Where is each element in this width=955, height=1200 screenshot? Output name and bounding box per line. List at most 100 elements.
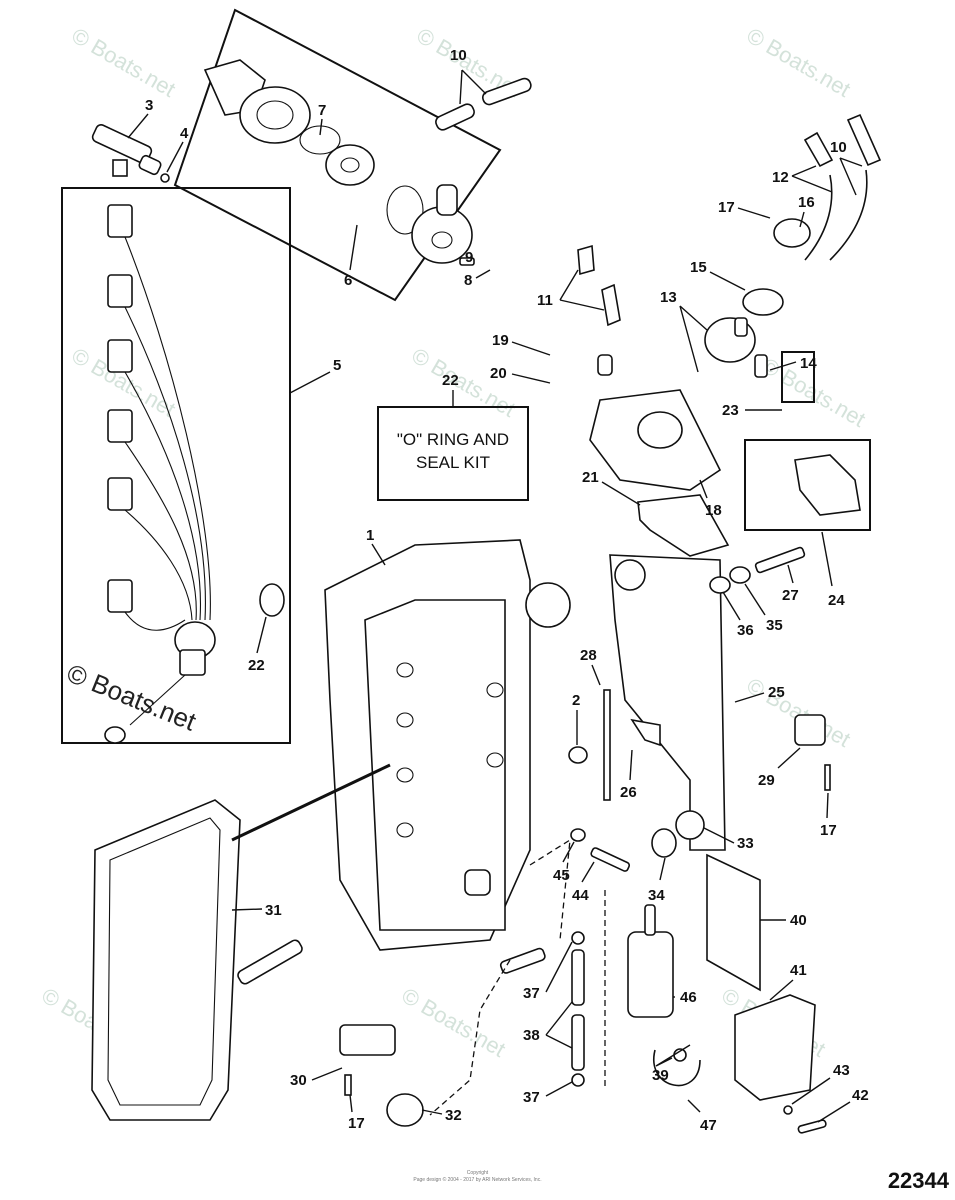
- callout-2[interactable]: 2: [572, 692, 580, 709]
- callout-10-top[interactable]: 10: [450, 47, 467, 64]
- callout-17-right[interactable]: 17: [820, 822, 837, 839]
- callout-20[interactable]: 20: [490, 365, 507, 382]
- callout-6[interactable]: 6: [344, 272, 352, 289]
- screw-part-17[interactable]: [824, 764, 831, 791]
- gasket-part-31[interactable]: [91, 799, 241, 1121]
- callout-26[interactable]: 26: [620, 784, 637, 801]
- callout-25[interactable]: 25: [768, 684, 785, 701]
- callout-14[interactable]: 14: [800, 355, 817, 372]
- callout-17-bottom[interactable]: 17: [348, 1115, 365, 1132]
- fitting-part-26[interactable]: [630, 718, 661, 747]
- washer-part-35[interactable]: [729, 566, 751, 584]
- callout-5[interactable]: 5: [333, 357, 341, 374]
- bracket-part-25[interactable]: [609, 554, 726, 851]
- vapor-separator-cover[interactable]: [589, 354, 722, 491]
- callout-17-top[interactable]: 17: [718, 199, 735, 216]
- callout-19[interactable]: 19: [492, 332, 509, 349]
- grommet-part[interactable]: [614, 559, 646, 591]
- callout-35[interactable]: 35: [766, 617, 783, 634]
- callout-45[interactable]: 45: [553, 867, 570, 884]
- callout-22-kit[interactable]: 22: [442, 372, 459, 389]
- o-ring-seal-kit-box[interactable]: "O" RING AND SEAL KIT: [377, 406, 529, 501]
- callout-1[interactable]: 1: [366, 527, 374, 544]
- hose-part-47[interactable]: [652, 1049, 701, 1087]
- clip-box-23[interactable]: [781, 351, 815, 403]
- callout-27[interactable]: 27: [782, 587, 799, 604]
- hose-part-11[interactable]: [577, 244, 595, 276]
- gasket-part-21[interactable]: [637, 494, 730, 557]
- callout-22-oring[interactable]: 22: [248, 657, 265, 674]
- callout-32[interactable]: 32: [445, 1107, 462, 1124]
- callout-11[interactable]: 11: [537, 292, 553, 309]
- fuel-pump-part-46[interactable]: [627, 904, 674, 1018]
- callout-41[interactable]: 41: [790, 962, 807, 979]
- grommet-part-33[interactable]: [675, 810, 705, 840]
- sensor-lead[interactable]: [236, 938, 304, 985]
- nut-part[interactable]: [160, 173, 170, 183]
- callout-4[interactable]: 4: [180, 125, 189, 142]
- clamp-part-37[interactable]: [571, 1073, 585, 1087]
- sensor-part[interactable]: [499, 947, 546, 974]
- bolt-part-27[interactable]: [754, 546, 806, 574]
- callout-31[interactable]: 31: [265, 902, 282, 919]
- callout-12[interactable]: 12: [772, 169, 789, 186]
- callout-21[interactable]: 21: [582, 469, 599, 486]
- hose-part-11[interactable]: [601, 283, 621, 327]
- wiring-harness-box[interactable]: [61, 187, 291, 744]
- clamp-part-37[interactable]: [571, 931, 585, 945]
- callout-7[interactable]: 7: [318, 102, 326, 119]
- callout-29[interactable]: 29: [758, 772, 775, 789]
- callout-23[interactable]: 23: [722, 402, 739, 419]
- callout-16[interactable]: 16: [798, 194, 815, 211]
- callout-24[interactable]: 24: [828, 592, 845, 609]
- hose-part-38[interactable]: [571, 949, 585, 1006]
- nut-part-43[interactable]: [783, 1105, 793, 1115]
- callout-30[interactable]: 30: [290, 1072, 307, 1089]
- callout-37-top[interactable]: 37: [523, 985, 540, 1002]
- callout-13[interactable]: 13: [660, 289, 677, 306]
- callout-40[interactable]: 40: [790, 912, 807, 929]
- callout-46[interactable]: 46: [680, 989, 697, 1006]
- callout-10-right[interactable]: 10: [830, 139, 847, 156]
- hose-part-38[interactable]: [571, 1014, 585, 1071]
- screw-part-17[interactable]: [344, 1074, 352, 1096]
- filter-sheet-part-40[interactable]: [706, 853, 761, 992]
- callout-33[interactable]: 33: [737, 835, 754, 852]
- bushing-part-32[interactable]: [386, 1093, 424, 1127]
- valve-part-29[interactable]: [794, 714, 826, 746]
- hose-part-10[interactable]: [829, 169, 868, 261]
- hose-part-10[interactable]: [434, 77, 533, 132]
- pressure-regulator[interactable]: [704, 218, 811, 378]
- callout-38[interactable]: 38: [523, 1027, 540, 1044]
- callout-37-bottom[interactable]: 37: [523, 1089, 540, 1106]
- callout-3[interactable]: 3: [145, 97, 153, 114]
- switch-part-30[interactable]: [339, 1024, 396, 1056]
- fuel-injector-part[interactable]: [91, 123, 162, 177]
- bracket-box-24[interactable]: [744, 439, 871, 531]
- callout-15[interactable]: 15: [690, 259, 707, 276]
- callout-39[interactable]: 39: [652, 1067, 669, 1084]
- cover-part-41[interactable]: [734, 994, 816, 1101]
- callout-47[interactable]: 47: [700, 1117, 717, 1134]
- spacer-part-34[interactable]: [651, 828, 677, 858]
- callout-43[interactable]: 43: [833, 1062, 850, 1079]
- callout-34[interactable]: 34: [648, 887, 665, 904]
- callout-36[interactable]: 36: [737, 622, 754, 639]
- washer-part-36[interactable]: [709, 576, 731, 594]
- callout-44[interactable]: 44: [572, 887, 589, 904]
- bolt-part-44[interactable]: [590, 847, 631, 872]
- callout-42[interactable]: 42: [852, 1087, 869, 1104]
- bracket-part[interactable]: [794, 454, 861, 516]
- callout-9[interactable]: 9: [465, 249, 473, 266]
- callout-28[interactable]: 28: [580, 647, 597, 664]
- screw-part-42[interactable]: [797, 1119, 827, 1134]
- bushing-part-2[interactable]: [568, 746, 588, 764]
- hose-part-12[interactable]: [803, 131, 834, 168]
- pump-assembly-box[interactable]: [173, 8, 502, 302]
- link-rod-part-28[interactable]: [603, 689, 611, 801]
- hose-part-12[interactable]: [804, 174, 833, 261]
- hose-part-10[interactable]: [846, 113, 882, 167]
- callout-18[interactable]: 18: [705, 502, 722, 519]
- washer-part-45[interactable]: [570, 828, 586, 842]
- callout-8[interactable]: 8: [464, 272, 472, 289]
